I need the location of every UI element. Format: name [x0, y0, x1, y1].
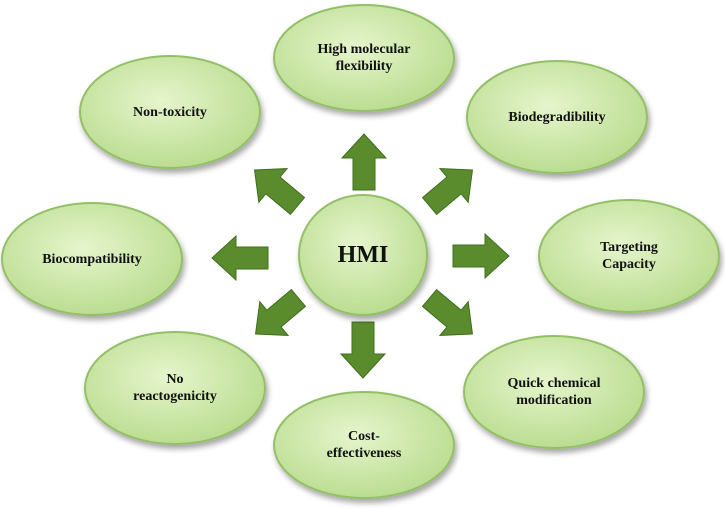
non-toxicity-label: Non-toxicity [133, 104, 207, 120]
arrow-to-quick-chemical-modification [421, 288, 474, 336]
high-molecular-flexibility-label: High molecular flexibility [317, 42, 411, 74]
arrows-layer [211, 133, 510, 379]
ellipses-layer [1, 4, 720, 499]
high-molecular-flexibility-ellipse [273, 4, 455, 112]
quick-chemical-modification-ellipse [463, 335, 645, 449]
center-ellipse [298, 194, 428, 316]
arrow-to-targeting-capacity [452, 232, 510, 280]
targeting-capacity-label: Targeting Capacity [600, 240, 658, 272]
arrow-to-high-molecular-flexibility [340, 133, 388, 191]
cost-effectiveness-ellipse [273, 391, 455, 499]
biocompatibility-label: Biocompatibility [42, 251, 142, 267]
targeting-capacity-ellipse [538, 199, 720, 313]
arrow-to-biocompatibility [211, 234, 269, 282]
arrow-to-no-reactogenicity [254, 288, 307, 336]
arrow-to-biodegradibility [421, 168, 474, 216]
biodegradibility-label: Biodegradibility [508, 109, 606, 125]
biocompatibility-ellipse [1, 202, 183, 316]
cost-effectiveness-label: Cost- effectiveness [326, 429, 402, 461]
arrow-to-cost-effectiveness [339, 321, 387, 379]
no-reactogenicity-label: No reactogenicity [133, 372, 217, 404]
quick-chemical-modification-label: Quick chemical modification [507, 376, 601, 408]
arrow-to-non-toxicity [253, 168, 306, 216]
non-toxicity-ellipse [79, 55, 261, 169]
no-reactogenicity-ellipse [84, 331, 266, 445]
center-label: HMI [337, 242, 389, 268]
biodegradibility-ellipse [466, 60, 648, 174]
